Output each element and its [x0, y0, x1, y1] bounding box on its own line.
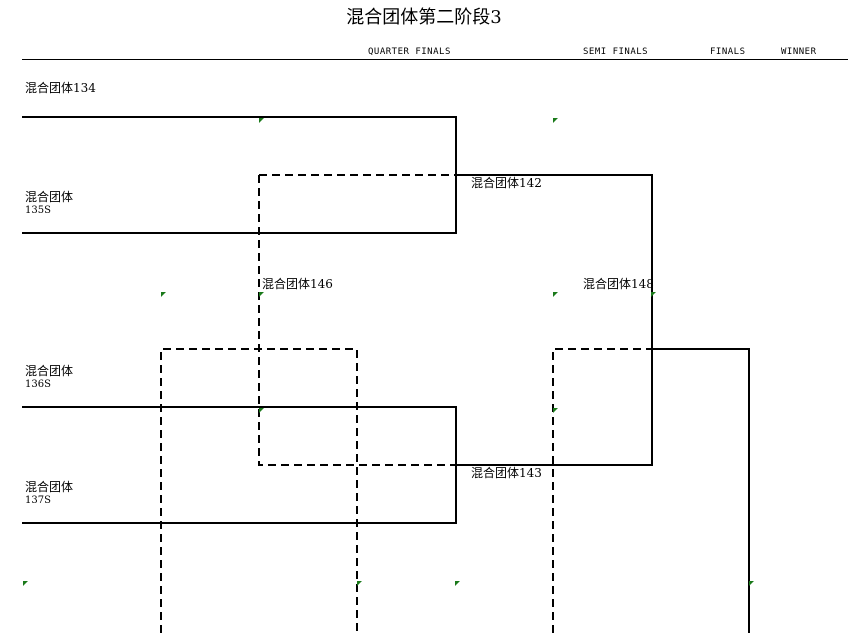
match-146-label: 混合团体146 [262, 277, 333, 291]
flag-marker [161, 292, 166, 297]
flag-marker [455, 581, 460, 586]
entry-135-code: 135S [25, 205, 51, 216]
round-finals: FINALS [710, 47, 746, 57]
flag-marker [553, 118, 558, 123]
bracket-dashed-lower [160, 348, 358, 633]
entry-134-name: 混合团体134 [25, 81, 96, 95]
flag-marker [553, 408, 558, 413]
match-148-label: 混合团体148 [583, 277, 654, 291]
entry-134: 混合团体134 [25, 81, 96, 96]
flag-marker [259, 118, 264, 123]
entry-137-code: 137S [25, 495, 51, 506]
round-semi-finals: SEMI FINALS [583, 47, 649, 57]
flag-marker [259, 292, 264, 297]
match-142-label: 混合团体142 [471, 176, 542, 190]
entry-136-code: 136S [25, 379, 51, 390]
page-title: 混合团体第二阶段3 [346, 7, 502, 28]
entry-137: 混合团体 137S [25, 480, 73, 507]
bracket-line-semi [456, 174, 653, 466]
flag-marker [553, 292, 558, 297]
entry-136: 混合团体 136S [25, 364, 73, 391]
bracket-dashed-146 [258, 175, 456, 466]
match-143-label: 混合团体143 [471, 466, 542, 480]
flag-marker [23, 581, 28, 586]
round-quarter-finals: QUARTER FINALS [368, 47, 451, 57]
flag-marker [357, 581, 362, 586]
round-winner: WINNER [781, 47, 817, 57]
entry-137-name: 混合团体 [25, 480, 74, 494]
header-divider [22, 59, 848, 60]
entry-135: 混合团体 135S [25, 190, 73, 217]
flag-marker [259, 408, 264, 413]
bracket-line-final [652, 348, 750, 633]
entry-135-name: 混合团体 [25, 190, 74, 204]
flag-marker [651, 292, 656, 297]
flag-marker [749, 581, 754, 586]
bracket-dashed-right [552, 348, 652, 633]
entry-136-name: 混合团体 [25, 364, 74, 378]
